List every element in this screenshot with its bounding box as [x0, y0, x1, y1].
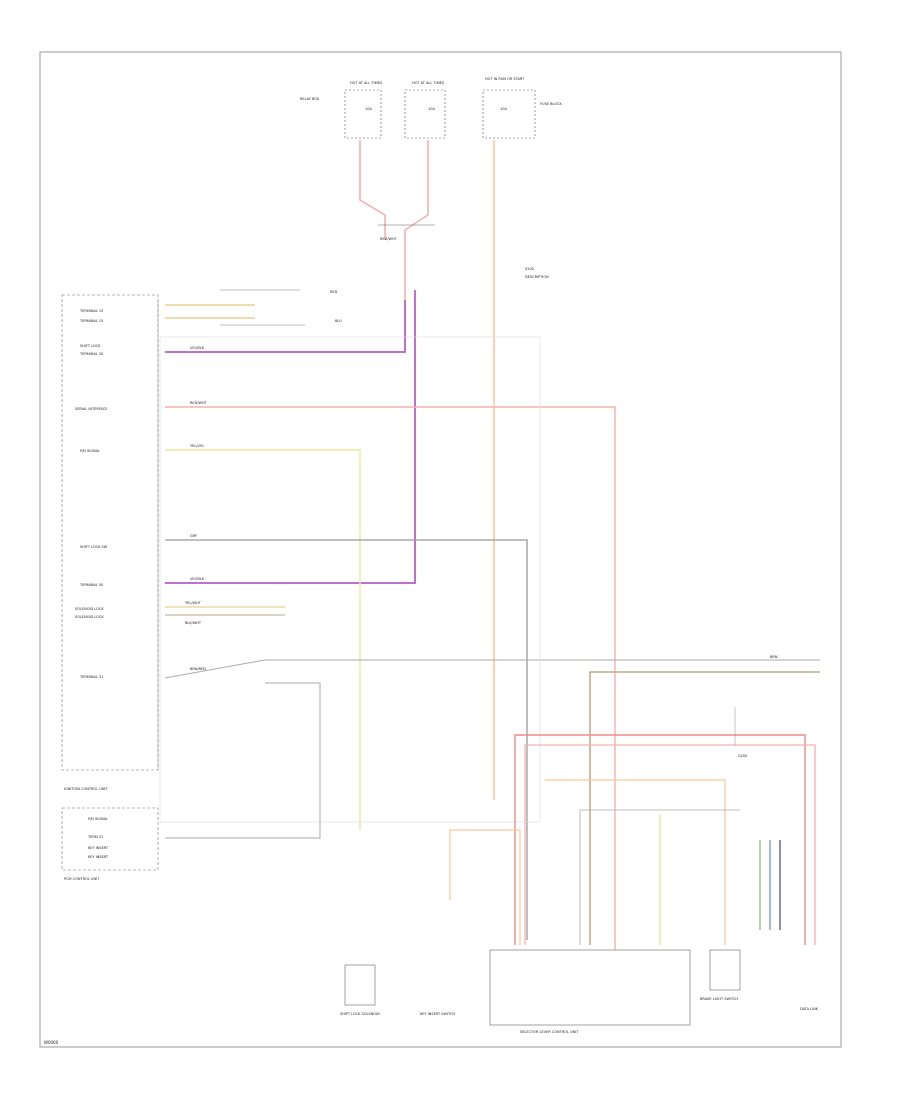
fuse-3: HOT IN RUN OR START 10A FUSE BLOCK	[482, 77, 563, 139]
comp-label-3: SELECTOR LEVER CONTROL UNIT	[520, 1030, 579, 1034]
svg-text:FUSE BLOCK: FUSE BLOCK	[540, 102, 563, 106]
fuse-2: HOT AT ALL TIMES 10A	[404, 81, 446, 139]
svg-text:TERMINAL 15: TERMINAL 15	[79, 319, 103, 323]
splice-note: DESCRIPTION	[525, 275, 549, 279]
gray-label: GRY	[190, 534, 198, 538]
svg-text:KEY INSERT: KEY INSERT	[88, 846, 109, 850]
wire-term31-a	[164, 659, 820, 679]
wire-orange-right	[545, 779, 726, 945]
top-wire-label-2: BLU	[335, 319, 342, 323]
svg-text:HOT AT ALL TIMES: HOT AT ALL TIMES	[412, 81, 445, 85]
shield-region	[159, 336, 541, 823]
svg-text:TERMINAL 15: TERMINAL 15	[79, 309, 103, 313]
ignition-module-box	[61, 294, 159, 771]
sol-label-1: YEL/WHT	[185, 601, 202, 605]
svg-text:SERIAL INTERFACE: SERIAL INTERFACE	[75, 407, 107, 411]
svg-text:SOLENOID LOCK: SOLENOID LOCK	[75, 607, 104, 611]
term31-label: BRN/RED	[190, 667, 206, 671]
module-title: IGNITION CONTROL UNIT	[64, 787, 108, 791]
wire-brown	[589, 671, 820, 945]
svg-text:TERM 31: TERM 31	[87, 835, 103, 839]
comp-label-4: BRAKE LIGHT SWITCH	[700, 997, 738, 1001]
svg-text:KEY INSERT: KEY INSERT	[88, 855, 109, 859]
pcm-pins: P/N SIGNAL TERM 31 KEY INSERT KEY INSERT	[87, 817, 109, 859]
wire-term31-b	[165, 682, 321, 839]
svg-text:10A: 10A	[365, 107, 372, 111]
svg-text:HOT AT ALL TIMES: HOT AT ALL TIMES	[350, 81, 383, 85]
purple-label-2: VIO/BLK	[190, 577, 205, 581]
svg-text:TERMINAL 50: TERMINAL 50	[79, 583, 103, 587]
diagram-frame	[39, 51, 842, 1048]
wire-pink-serial	[165, 406, 616, 950]
term31-label-r: BRN	[770, 655, 778, 659]
top-wire-label-1: RED	[330, 290, 338, 294]
comp-label-5: DATA LINK	[800, 1007, 819, 1011]
wire-orange-left	[449, 829, 521, 945]
purple-label-1: VIO/BLK	[190, 346, 205, 350]
svg-text:TERMINAL 30: TERMINAL 30	[79, 352, 103, 356]
svg-text:SHIFT LOCK SW: SHIFT LOCK SW	[80, 545, 108, 549]
pcm-title: PCM CONTROL UNIT	[64, 877, 100, 881]
comp-label-2: KEY INSERT SWITCH	[420, 1012, 455, 1016]
fuse-1: HOT AT ALL TIMES 10A RELAY BOX	[300, 81, 383, 139]
svg-text:P/N SIGNAL: P/N SIGNAL	[88, 817, 108, 821]
svg-text:TERMINAL 31: TERMINAL 31	[79, 675, 103, 679]
svg-text:10A: 10A	[428, 107, 435, 111]
svg-text:P/N SIGNAL: P/N SIGNAL	[80, 449, 100, 453]
module-pin-labels: TERMINAL 15 TERMINAL 15 SHIFT LOCK TERMI…	[75, 309, 108, 679]
svg-text:10A: 10A	[500, 107, 507, 111]
comp-label-1: SHIFT LOCK SOLENOID	[340, 1012, 380, 1016]
wire-red-f1	[359, 140, 386, 240]
frame-code: W0000	[44, 1040, 59, 1045]
brake-switch-box	[709, 949, 741, 991]
wire-red-f2	[404, 140, 429, 300]
selector-lever-box	[489, 949, 691, 1026]
wire-purple-2	[165, 290, 416, 584]
wire-yellow	[165, 449, 361, 830]
wire-red-right-1	[514, 734, 806, 945]
ground-label: G200	[738, 754, 747, 758]
wire-red-right-2	[524, 744, 816, 945]
svg-text:SOLENOID LOCK: SOLENOID LOCK	[75, 615, 104, 619]
sol-label-2: BLK/WHT	[185, 621, 202, 625]
pink-label: RED/WHT	[190, 401, 208, 405]
solenoid-box	[344, 964, 376, 1006]
svg-text:RELAY BOX: RELAY BOX	[300, 97, 320, 101]
svg-text:HOT IN RUN OR START: HOT IN RUN OR START	[485, 77, 525, 81]
connector-label-top1: RED/WHT	[380, 237, 398, 241]
yellow-label: YEL/VIO	[190, 444, 204, 448]
pcm-module-box	[61, 807, 159, 871]
svg-text:SHIFT LOCK: SHIFT LOCK	[80, 344, 101, 348]
wire-gray-right	[579, 809, 740, 945]
wire-gray	[165, 539, 528, 940]
splice-label: S200	[525, 267, 534, 271]
wire-purple-1	[165, 300, 406, 353]
